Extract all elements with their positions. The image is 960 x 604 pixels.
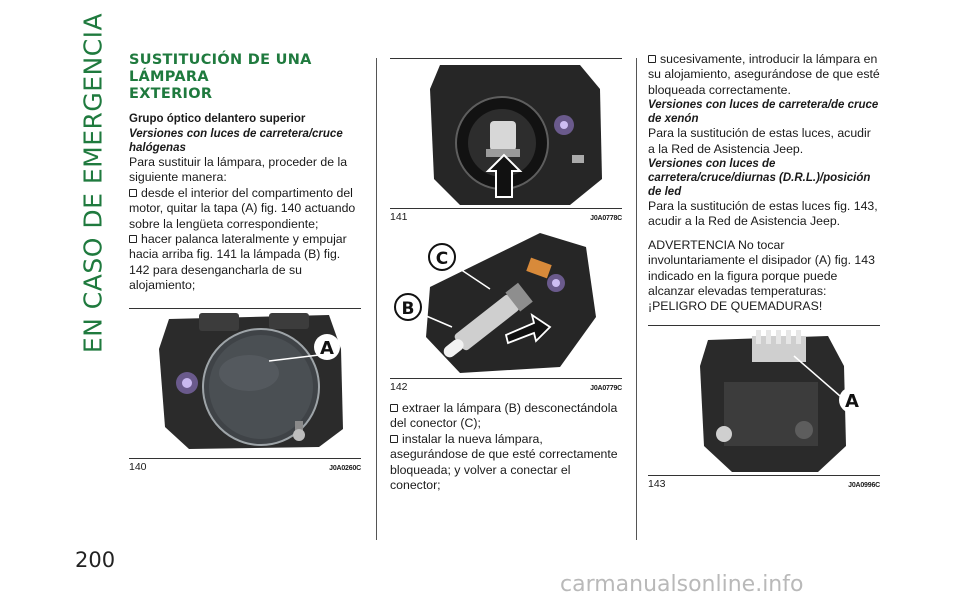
figure-number: 142	[390, 381, 408, 393]
side-tab-label: EN CASO DE EMERGENCIA	[78, 12, 108, 354]
column-divider	[376, 58, 377, 540]
column-2: 141 J0A0778C C B	[390, 58, 622, 493]
callout-label-c: C	[436, 249, 448, 269]
figure-top-rule	[129, 307, 361, 309]
figure-caption-rule	[129, 457, 361, 459]
section-title-line-1: SUSTITUCIÓN DE UNA LÁMPARA	[129, 52, 312, 85]
callout-label-a: A	[845, 391, 859, 412]
figure-number: 143	[648, 477, 666, 490]
step-2-text: hacer palanca lateralmente y empujar hac…	[129, 232, 347, 293]
checkbox-bullet-icon	[129, 188, 137, 197]
step-3-text: extraer la lámpara (B) desconectándola d…	[390, 401, 618, 431]
figure-caption-rule	[648, 474, 880, 476]
step-2: hacer palanca lateralmente y empujar hac…	[129, 232, 361, 294]
figure-caption-rule	[390, 208, 622, 209]
step-5: sucesivamente, introducir la lámpara en …	[648, 52, 880, 98]
variant-heading-halogen: Versiones con luces de carretera/cruce h…	[129, 128, 343, 154]
figure-143: A 143 J0A0996C	[648, 324, 880, 490]
figure-code: J0A0260C	[329, 464, 361, 472]
bulb-removal-photo: C B	[390, 227, 622, 377]
checkbox-bullet-icon	[129, 235, 137, 244]
column-1: SUSTITUCIÓN DE UNA LÁMPARA EXTERIOR Grup…	[129, 52, 361, 473]
subsection-title: Grupo óptico delantero superior	[129, 113, 306, 125]
headlamp-rear-photo	[390, 59, 622, 207]
watermark: carmanualsonline.info	[560, 572, 804, 597]
section-title: SUSTITUCIÓN DE UNA LÁMPARA EXTERIOR	[129, 52, 361, 103]
figure-code: J0A0996C	[848, 481, 880, 489]
checkbox-bullet-icon	[390, 434, 398, 443]
variant-heading-led: Versiones con luces de carretera/cruce/d…	[648, 158, 871, 199]
figure-caption: 143 J0A0996C	[648, 478, 880, 490]
led-text: Para la sustitución de estas luces fig. …	[648, 199, 878, 229]
step-5-text: sucesivamente, introducir la lámpara en …	[648, 52, 880, 97]
figure-141: 141 J0A0778C	[390, 58, 622, 223]
column-divider	[636, 58, 637, 540]
figure-number: 141	[390, 211, 408, 223]
warning-text: ADVERTENCIA No tocar involuntariamente e…	[648, 237, 875, 314]
figure-code: J0A0779C	[590, 385, 622, 392]
xenon-text: Para la sustitución de estas luces, acud…	[648, 126, 871, 156]
step-3: extraer la lámpara (B) desconectándola d…	[390, 401, 622, 432]
checkbox-bullet-icon	[648, 55, 656, 63]
figure-code: J0A0778C	[590, 215, 622, 222]
figure-caption-rule	[390, 378, 622, 379]
section-title-line-2: EXTERIOR	[129, 86, 213, 102]
figure-number: 140	[129, 460, 147, 473]
headlamp-cover-photo: A	[129, 309, 361, 457]
callout-label-a: A	[320, 338, 334, 359]
step-1-text: desde el interior del compartimento del …	[129, 185, 356, 231]
figure-142: C B 142 J0A0779C	[390, 227, 622, 393]
side-tab: EN CASO DE EMERGENCIA	[76, 13, 110, 353]
figure-caption: 141 J0A0778C	[390, 211, 622, 223]
checkbox-bullet-icon	[390, 404, 398, 412]
step-1: desde el interior del compartimento del …	[129, 186, 361, 232]
callout-label-b: B	[402, 299, 415, 319]
step-4: instalar la nueva lámpara, asegurándose …	[390, 432, 622, 494]
figure-top-rule	[648, 324, 880, 326]
figure-140: A 140 J0A0260C	[129, 307, 361, 473]
figure-top-rule	[390, 58, 622, 59]
step-4-text: instalar la nueva lámpara, asegurándose …	[390, 431, 618, 493]
led-heatsink-photo: A	[648, 326, 880, 474]
intro-text: Para sustituir la lámpara, proceder de l…	[129, 155, 348, 185]
figure-caption: 140 J0A0260C	[129, 461, 361, 473]
figure-caption: 142 J0A0779C	[390, 381, 622, 393]
page-number: 200	[75, 548, 116, 572]
column-3: sucesivamente, introducir la lámpara en …	[648, 52, 880, 490]
variant-heading-xenon: Versiones con luces de carretera/de cruc…	[648, 99, 879, 126]
